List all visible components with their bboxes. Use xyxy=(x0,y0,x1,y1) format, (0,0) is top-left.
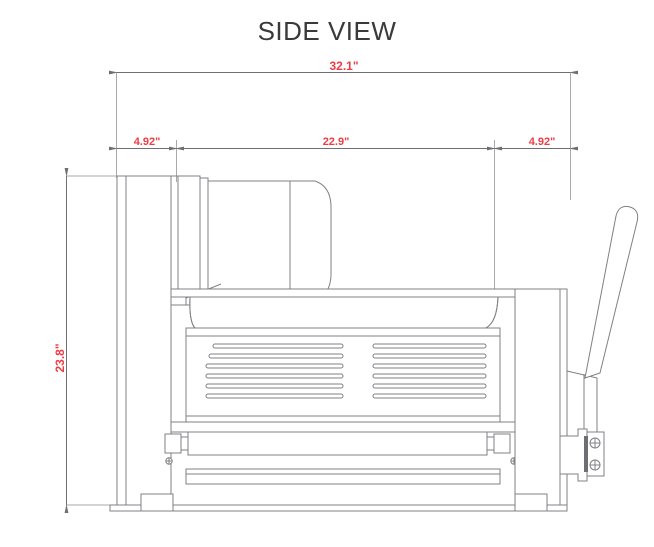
dimension-segment-row: 4.92" 22.9" 4.92" xyxy=(109,136,578,151)
vent-slot-group-left xyxy=(205,343,344,399)
dimension-overall-width: 32.1" xyxy=(109,59,578,75)
roller-assembly xyxy=(164,431,511,485)
bracket-screw-lower xyxy=(589,459,601,471)
page-title: SIDE VIEW xyxy=(257,16,397,46)
hopper-deck-plate xyxy=(170,288,561,298)
dimension-label-left-segment: 4.92" xyxy=(134,136,161,148)
vented-panel xyxy=(185,335,501,417)
dimension-label-right-segment: 4.92" xyxy=(529,136,556,148)
dimension-label-middle-segment: 22.9" xyxy=(323,136,350,148)
dimension-label-overall-height: 23.8" xyxy=(53,343,67,372)
vent-slot-group-right xyxy=(372,343,487,399)
screw-bracket xyxy=(559,428,605,482)
lever-handle xyxy=(566,205,639,464)
body-screw-left xyxy=(165,457,173,465)
panel-lower-rails xyxy=(170,415,516,433)
hopper-tray xyxy=(189,296,499,329)
dimension-label-overall-width: 32.1" xyxy=(329,59,358,73)
base-feet xyxy=(109,493,568,512)
machine-drawing xyxy=(109,175,639,512)
right-side-panel xyxy=(514,288,568,506)
guard-strip xyxy=(185,327,501,337)
bracket-screw-upper xyxy=(589,437,601,449)
dimension-overall-height: 23.8" xyxy=(53,168,69,513)
left-side-panel xyxy=(116,175,172,506)
motor-housing xyxy=(170,175,332,306)
